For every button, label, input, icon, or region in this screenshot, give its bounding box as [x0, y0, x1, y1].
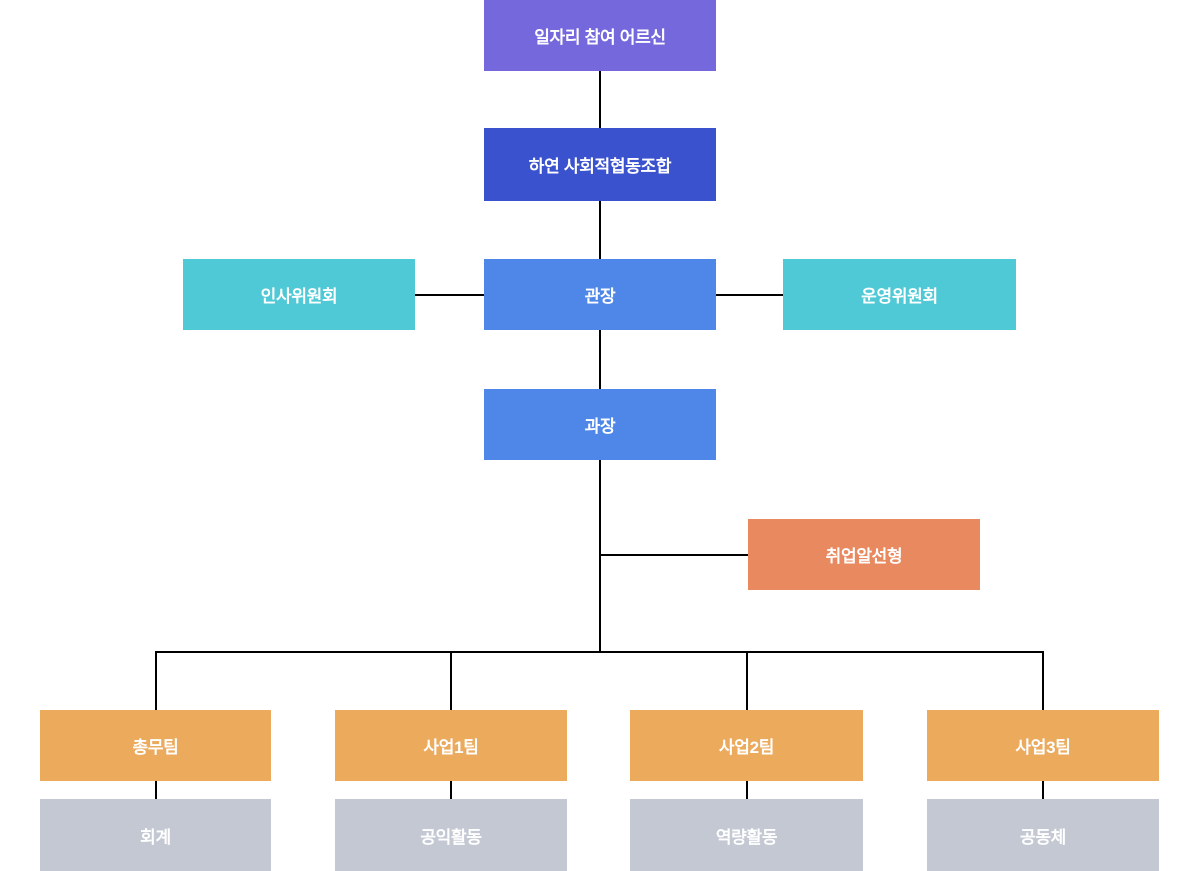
node-business-team-3: 사업3팀	[927, 710, 1159, 781]
node-coop-label: 하연 사회적협동조합	[528, 157, 672, 176]
node-accounting: 회계	[40, 799, 271, 871]
connector-team3-sub	[746, 781, 748, 799]
connector-trunk-jobplacement	[600, 554, 748, 556]
node-general-affairs-team-label: 총무팀	[132, 738, 179, 757]
connector-director-steering	[716, 294, 783, 296]
connector-participants-coop	[599, 71, 601, 128]
node-accounting-label: 회계	[140, 827, 171, 847]
connector-hr-director	[415, 294, 484, 296]
node-business-team-1: 사업1팀	[335, 710, 567, 781]
node-coop: 하연 사회적협동조합	[484, 128, 716, 201]
connector-teams-crossbar	[155, 651, 1043, 653]
node-steering-committee-label: 운영위원회	[861, 287, 938, 306]
connector-director-manager	[599, 330, 601, 389]
node-public-activity: 공익활동	[335, 799, 567, 871]
connector-drop-team4	[1042, 651, 1044, 710]
node-general-affairs-team: 총무팀	[40, 710, 271, 781]
connector-manager-trunk	[599, 460, 601, 651]
connector-coop-director	[599, 201, 601, 259]
node-manager-label: 과장	[584, 417, 616, 436]
node-manager: 과장	[484, 389, 716, 460]
node-director-label: 관장	[584, 287, 616, 306]
connector-team1-sub	[155, 781, 157, 799]
node-community-label: 공동체	[1019, 827, 1067, 847]
node-job-placement-label: 취업알선형	[825, 547, 903, 566]
node-business-team-3-label: 사업3팀	[1015, 738, 1071, 757]
node-community: 공동체	[927, 799, 1159, 871]
node-steering-committee: 운영위원회	[783, 259, 1016, 330]
connector-drop-team1	[155, 651, 157, 710]
node-public-activity-label: 공익활동	[420, 827, 482, 847]
connector-team4-sub	[1042, 781, 1044, 799]
node-hr-committee-label: 인사위원회	[260, 287, 338, 306]
node-director: 관장	[484, 259, 716, 330]
node-job-placement: 취업알선형	[748, 519, 980, 590]
node-business-team-2: 사업2팀	[630, 710, 863, 781]
connector-drop-team2	[450, 651, 452, 710]
node-participants: 일자리 참여 어르신	[484, 0, 716, 71]
node-hr-committee: 인사위원회	[183, 259, 415, 330]
node-capacity-activity-label: 역량활동	[715, 827, 778, 847]
connector-team2-sub	[450, 781, 452, 799]
node-capacity-activity: 역량활동	[630, 799, 863, 871]
node-business-team-2-label: 사업2팀	[718, 738, 775, 757]
connector-drop-team3	[746, 651, 748, 710]
node-business-team-1-label: 사업1팀	[423, 738, 479, 757]
node-participants-label: 일자리 참여 어르신	[534, 28, 666, 47]
